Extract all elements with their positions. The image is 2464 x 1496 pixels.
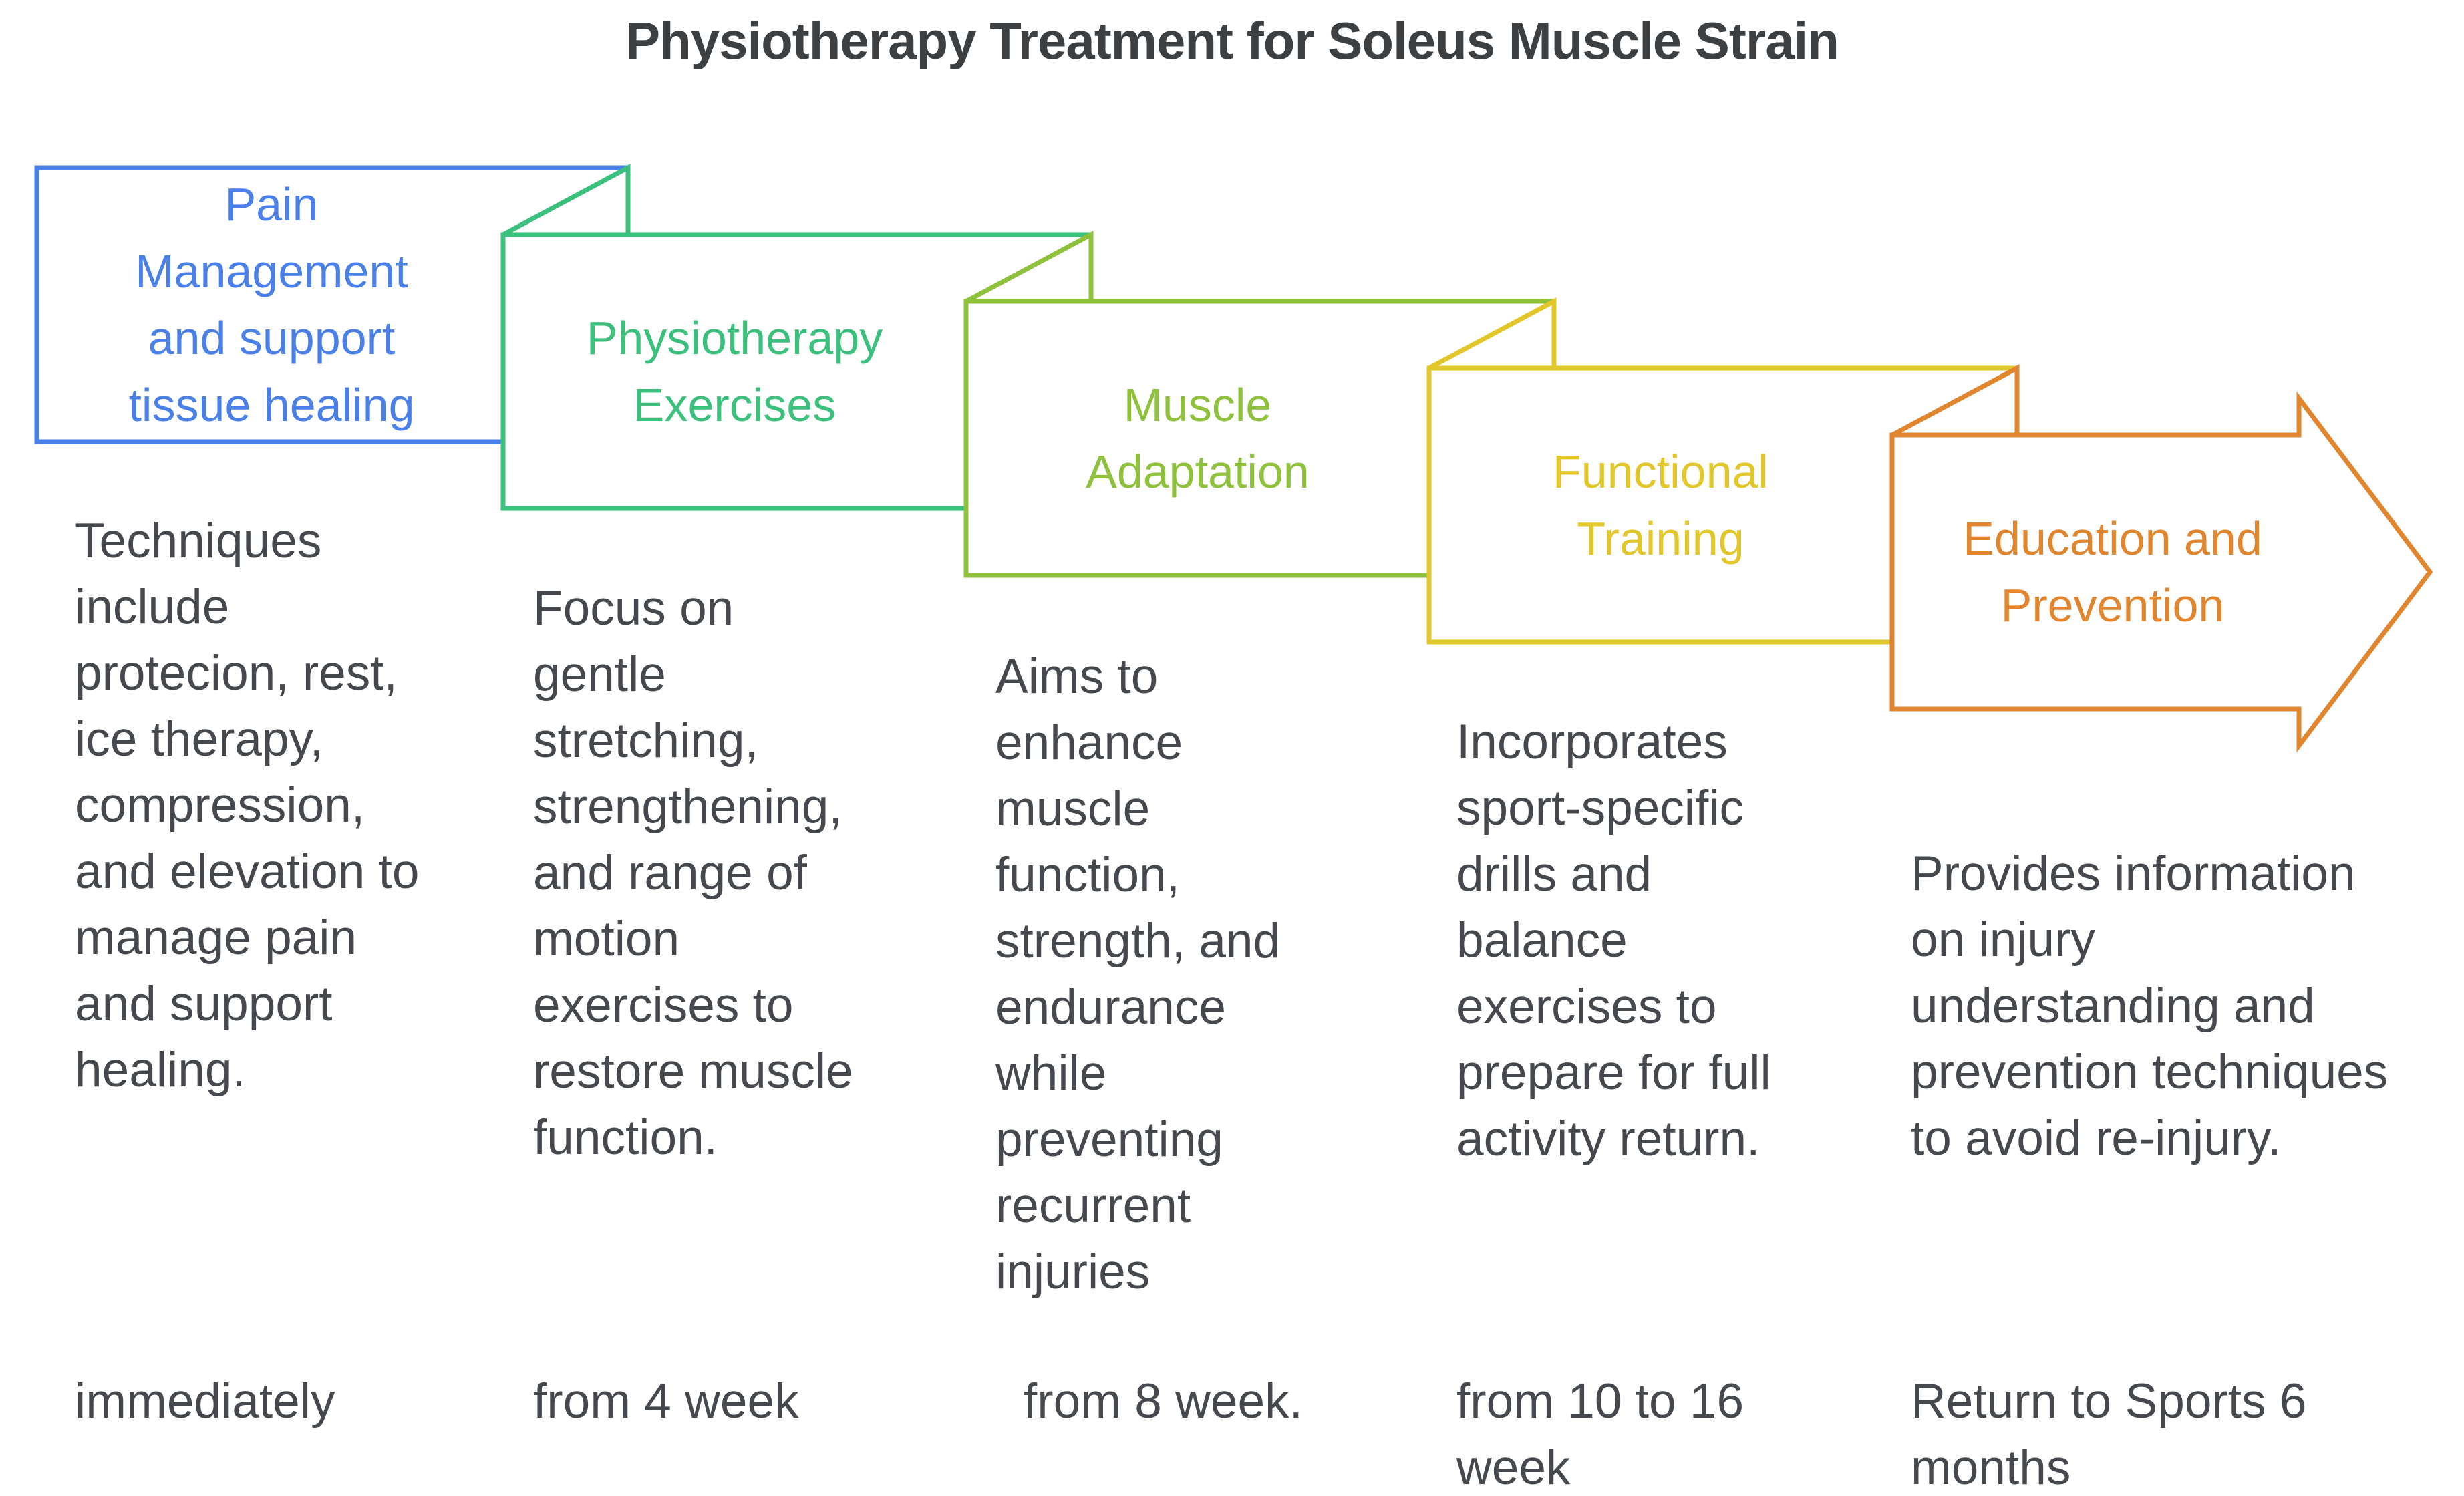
stage-2-fold-corner bbox=[502, 164, 631, 237]
stage-1-label: Pain Management and support tissue heali… bbox=[128, 178, 415, 431]
stage-4-fold-corner bbox=[1428, 297, 1557, 371]
stage-3-fold-corner bbox=[965, 231, 1094, 304]
stage-2-description: Focus on gentle stretching, strengthenin… bbox=[533, 581, 853, 1165]
stage-5-timeframe: Return to Sports 6 months bbox=[1911, 1374, 2307, 1495]
stage-5-label: Education and Prevention bbox=[1963, 512, 2262, 631]
stage-1-description: Techniques include protecion, rest, ice … bbox=[75, 514, 420, 1097]
stage-2-timeframe: from 4 week bbox=[533, 1374, 799, 1429]
stage-2-label: Physiotherapy Exercises bbox=[586, 312, 883, 431]
stage-4-description: Incorporates sport-specific drills and b… bbox=[1456, 715, 1771, 1166]
stage-3-label: Muscle Adaptation bbox=[1086, 379, 1310, 498]
page-title: Physiotherapy Treatment for Soleus Muscl… bbox=[625, 11, 1839, 70]
stage-5-fold-corner bbox=[1891, 364, 2020, 438]
stage-3-description: Aims to enhance muscle function, strengt… bbox=[995, 649, 1281, 1299]
stage-1-timeframe: immediately bbox=[75, 1374, 335, 1429]
stage-4-timeframe: from 10 to 16 week bbox=[1456, 1374, 1744, 1495]
stage-3-timeframe: from 8 week. bbox=[1024, 1374, 1303, 1429]
stage-5-description: Provides information on injury understan… bbox=[1911, 847, 2389, 1165]
stage-5-arrow-shape bbox=[1889, 391, 2433, 753]
stage-4-label: Functional Training bbox=[1553, 446, 1768, 565]
